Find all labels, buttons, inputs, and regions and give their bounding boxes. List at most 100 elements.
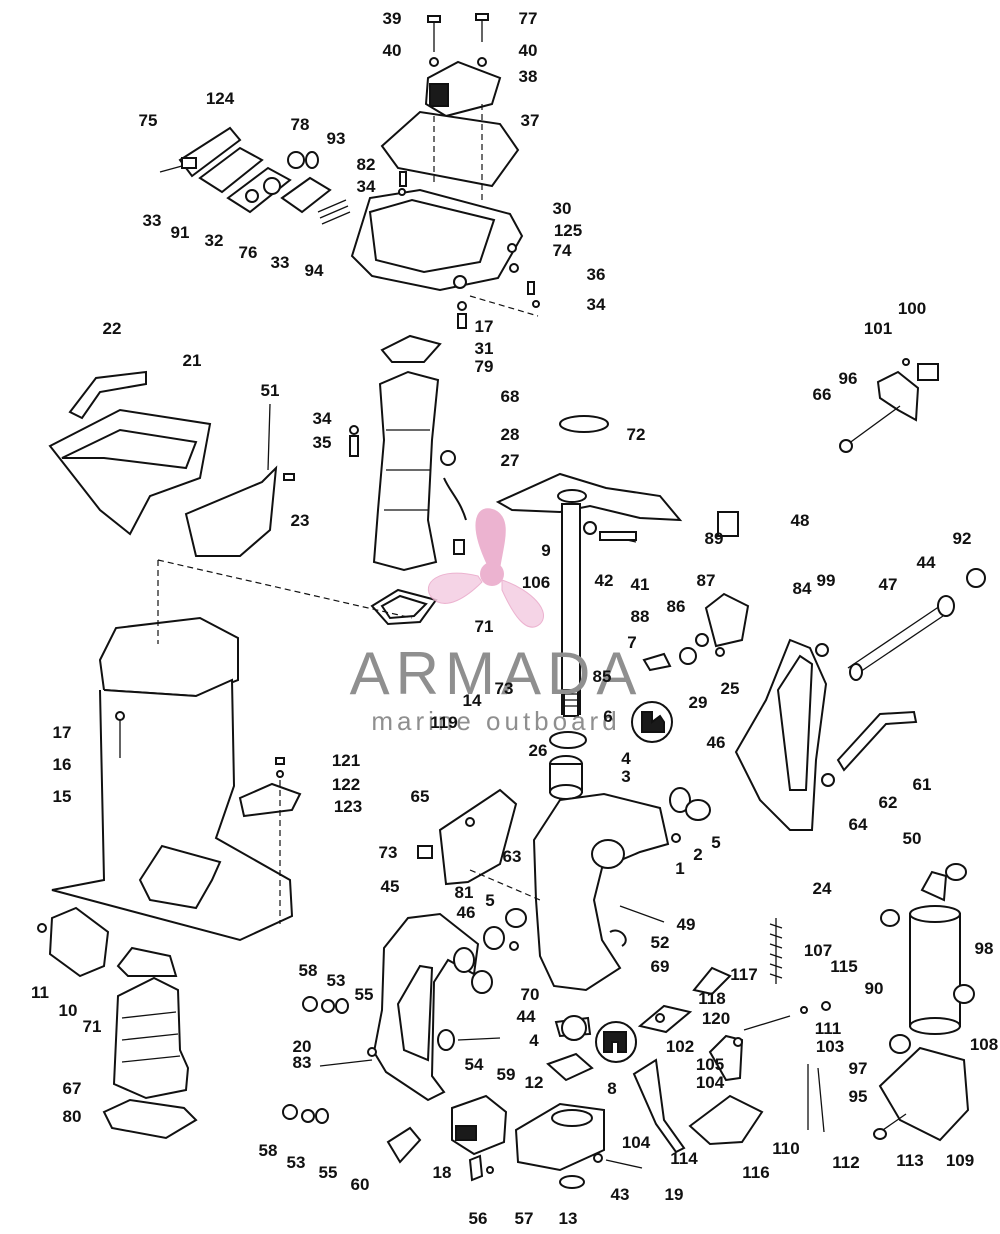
part-callout: 40 — [383, 41, 402, 60]
part-callout: 55 — [355, 985, 374, 1004]
part-callout: 25 — [721, 679, 740, 698]
part-callout: 87 — [697, 571, 716, 590]
part-callout: 53 — [287, 1153, 306, 1172]
part-callout: 112 — [832, 1153, 859, 1172]
part-callout: 55 — [319, 1163, 338, 1182]
part-callout: 86 — [667, 597, 686, 616]
part-callout: 31 — [475, 339, 494, 358]
part-callout: 51 — [261, 381, 280, 400]
part-callout: 116 — [742, 1163, 769, 1182]
part-callout: 15 — [53, 787, 72, 806]
part-callout: 120 — [702, 1009, 730, 1028]
part-callout: 21 — [183, 351, 202, 370]
steering-shaft — [495, 415, 683, 800]
part-callout: 95 — [849, 1087, 868, 1106]
part-callout: 104 — [622, 1133, 651, 1152]
part-callout: 52 — [651, 933, 670, 952]
part-callout: 80 — [63, 1107, 82, 1126]
part-callout: 73 — [495, 679, 514, 698]
part-callout: 111 — [815, 1019, 842, 1038]
part-callout: 117 — [730, 965, 757, 984]
part-callout: 108 — [970, 1035, 998, 1054]
part-callout: 2 — [693, 845, 702, 864]
part-callout: 106 — [522, 573, 550, 592]
part-callout: 10 — [59, 1001, 78, 1020]
part-callout: 59 — [497, 1065, 516, 1084]
part-callout: 100 — [898, 299, 926, 318]
part-callout: 104 — [696, 1073, 725, 1092]
part-callout: 49 — [677, 915, 696, 934]
part-callout: 92 — [953, 529, 972, 548]
part-callout: 60 — [351, 1175, 370, 1194]
part-callout: 27 — [501, 451, 520, 470]
swivel-bracket — [417, 787, 711, 1082]
part-callout: 90 — [865, 979, 884, 998]
armada-watermark: ARMADA marine outboard — [350, 508, 636, 736]
watermark-tagline: marine outboard — [371, 706, 620, 736]
exhaust-housing — [349, 334, 467, 626]
part-callout: 13 — [559, 1209, 578, 1228]
part-callout: 28 — [501, 425, 520, 444]
part-callout: 119 — [430, 713, 457, 732]
part-callout: 118 — [698, 989, 725, 1008]
part-callout: 43 — [611, 1185, 630, 1204]
part-callout: 61 — [913, 775, 932, 794]
part-callout: 78 — [291, 115, 310, 134]
part-callout: 109 — [946, 1151, 974, 1170]
part-callout: 76 — [239, 243, 258, 262]
part-callout: 17 — [475, 317, 494, 336]
part-callout: 11 — [31, 983, 49, 1002]
part-callout: 57 — [515, 1209, 534, 1228]
part-callout: 107 — [804, 941, 832, 960]
part-callout: 83 — [293, 1053, 312, 1072]
part-callout: 122 — [332, 775, 360, 794]
part-callout: 105 — [696, 1055, 724, 1074]
lower-cowl — [48, 370, 295, 557]
part-callout: 99 — [817, 571, 836, 590]
part-callout: 65 — [411, 787, 430, 806]
part-callout: 56 — [469, 1209, 488, 1228]
part-callout: 123 — [334, 797, 362, 816]
part-callout: 46 — [707, 733, 726, 752]
clamp-bracket — [238, 757, 501, 1164]
part-callout: 42 — [595, 571, 614, 590]
part-callout: 46 — [457, 903, 476, 922]
part-callout: 74 — [553, 241, 572, 260]
part-callout: 67 — [63, 1079, 82, 1098]
part-callout: 71 — [475, 617, 494, 636]
part-callout: 63 — [503, 847, 522, 866]
part-callout: 115 — [830, 957, 857, 976]
part-callout: 94 — [305, 261, 324, 280]
part-callout: 45 — [381, 877, 400, 896]
part-callout: 40 — [519, 41, 538, 60]
part-callout: 113 — [896, 1151, 923, 1170]
part-callout: 38 — [519, 67, 538, 86]
inset-detail-icons — [595, 701, 673, 1063]
part-callout: 97 — [849, 1059, 868, 1078]
part-callout: 84 — [793, 579, 812, 598]
part-callout: 4 — [529, 1031, 539, 1050]
part-callout: 93 — [327, 129, 346, 148]
part-callout: 48 — [791, 511, 810, 530]
part-callout: 44 — [917, 553, 936, 572]
fuel-plate-assembly — [159, 126, 351, 225]
part-callout: 96 — [839, 369, 858, 388]
part-callout: 54 — [465, 1055, 484, 1074]
part-callout: 5 — [485, 891, 494, 910]
propeller-logo-icon — [427, 508, 544, 628]
part-callout: 75 — [139, 111, 158, 130]
part-callout: 8 — [607, 1079, 616, 1098]
top-cover-assembly — [350, 13, 540, 329]
part-callout: 26 — [529, 741, 548, 760]
part-callout: 58 — [299, 961, 318, 980]
part-callout: 16 — [53, 755, 72, 774]
part-callout: 33 — [271, 253, 290, 272]
part-callout: 5 — [711, 833, 720, 852]
part-callout: 6 — [603, 707, 612, 726]
part-callout: 12 — [525, 1073, 544, 1092]
part-callout: 18 — [433, 1163, 452, 1182]
part-callout: 110 — [772, 1139, 799, 1158]
part-callout: 14 — [463, 691, 482, 710]
part-callout: 23 — [291, 511, 310, 530]
part-callout: 81 — [455, 883, 474, 902]
